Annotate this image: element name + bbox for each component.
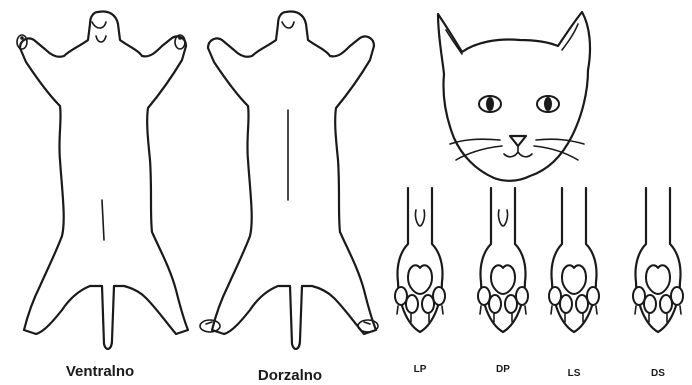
paw-dp-drawing [478, 188, 528, 332]
ventral-body-outline [17, 12, 188, 349]
paw-label-lp: LP [414, 364, 427, 375]
paw-ds-drawing [633, 188, 683, 332]
paw-lp-drawing [395, 188, 445, 332]
dorsal-label: Dorzalno [258, 367, 322, 384]
paw-label-ls: LS [568, 368, 581, 379]
ventral-label: Ventralno [66, 363, 134, 380]
paw-ls-drawing [549, 188, 599, 332]
paw-label-dp: DP [496, 364, 510, 375]
paw-label-ds: DS [651, 368, 665, 379]
dorsal-body-outline [200, 12, 378, 349]
cat-face-drawing [438, 12, 590, 181]
